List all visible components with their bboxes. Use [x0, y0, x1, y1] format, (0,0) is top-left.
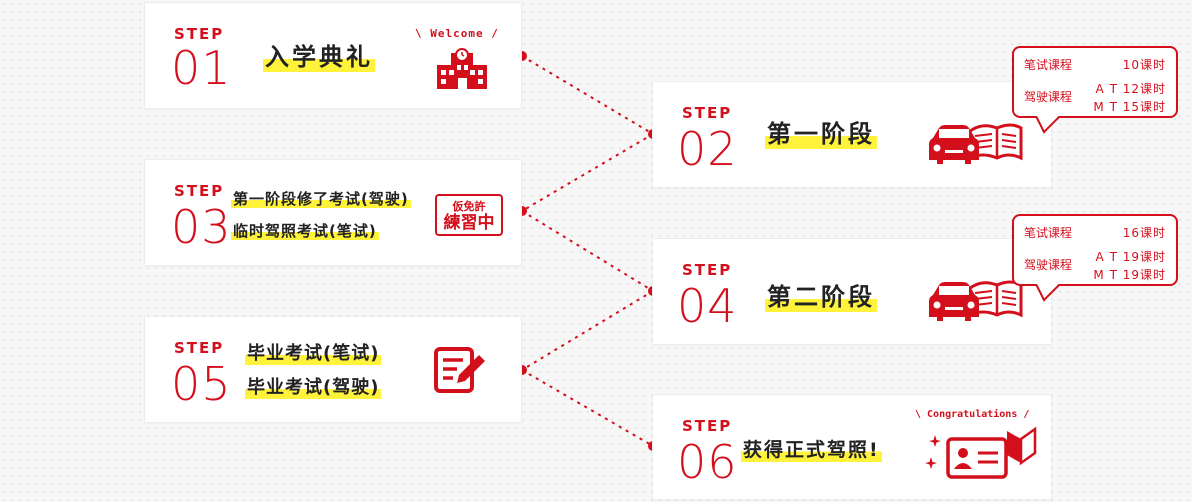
driving-course-hours-at: A T 19课时 [1095, 250, 1166, 264]
step-number: 01 [171, 41, 232, 95]
welcome-text: \ Welcome / [415, 27, 499, 40]
driving-course-hours-mt: M T 19课时 [1093, 268, 1166, 282]
step-06-card: STEP 06 获得正式驾照! \ Congratulations / [652, 394, 1052, 500]
stamp-top-text: 仮免許 [452, 200, 486, 213]
step-number: 05 [171, 357, 232, 411]
step-label: STEP [682, 417, 733, 435]
step-number: 03 [171, 200, 232, 254]
step-title: 第二阶段 [765, 283, 877, 312]
step-label: STEP [682, 104, 733, 122]
step-line-2: 毕业考试(驾驶) [245, 377, 382, 399]
driving-course-label: 驾驶课程 [1024, 258, 1073, 272]
step-04-course-hours-bubble: 笔试课程 16课时 驾驶课程 A T 19课时 M T 19课时 [1012, 214, 1178, 302]
step-line-2: 临时驾照考试(笔试) [231, 222, 379, 240]
exam-writing-icon [434, 347, 485, 393]
step-title: 入学典礼 [263, 43, 375, 72]
sparkle-icon [925, 435, 941, 469]
step-title: 第一阶段 [765, 120, 877, 149]
written-course-label: 笔试课程 [1024, 226, 1073, 240]
step-number: 06 [677, 435, 738, 489]
connector-03-04 [521, 210, 654, 292]
connector-04-05 [521, 290, 654, 371]
license-card-icon [946, 426, 1037, 479]
step-label: STEP [174, 182, 225, 200]
step-05-card: STEP 05 毕业考试(笔试) 毕业考试(驾驶) [144, 316, 522, 423]
stamp-bottom-text: 練習中 [443, 213, 495, 233]
step-label: STEP [682, 261, 733, 279]
step-03-card: STEP 03 第一阶段修了考试(驾驶) 临时驾照考试(笔试) 仮免許 練習中 [144, 159, 522, 266]
practice-license-stamp: 仮免許 練習中 [435, 194, 503, 236]
driving-course-label: 驾驶课程 [1024, 90, 1073, 104]
step-label: STEP [174, 339, 225, 357]
step-label: STEP [174, 25, 225, 43]
connector-01-02 [521, 55, 654, 135]
step-line-1: 第一阶段修了考试(驾驶) [231, 190, 411, 208]
car-and-book-icon [929, 123, 1023, 164]
step-number: 04 [677, 279, 738, 333]
connector-05-06 [521, 369, 654, 447]
congratulations-text: \ Congratulations / [915, 409, 1030, 420]
driving-course-hours-at: A T 12课时 [1095, 82, 1166, 96]
step-04-card: STEP 04 第二阶段 [652, 238, 1052, 345]
school-building-icon [437, 48, 487, 89]
written-course-label: 笔试课程 [1024, 58, 1073, 72]
bubble-tail [1036, 284, 1061, 302]
step-line-1: 毕业考试(笔试) [245, 343, 382, 365]
connector-02-03 [521, 133, 654, 212]
written-course-hours: 16课时 [1122, 226, 1166, 240]
step-02-card: STEP 02 第一阶段 [652, 81, 1052, 188]
step-02-course-hours-bubble: 笔试课程 10课时 驾驶课程 A T 12课时 M T 15课时 [1012, 46, 1178, 134]
step-01-card: STEP 01 入学典礼 \ Welcome / [144, 2, 522, 109]
bubble-tail [1036, 116, 1061, 134]
written-course-hours: 10课时 [1122, 58, 1166, 72]
car-and-book-icon [929, 280, 1023, 321]
step-title: 获得正式驾照! [741, 439, 882, 462]
driving-course-hours-mt: M T 15课时 [1093, 100, 1166, 114]
step-number: 02 [677, 122, 738, 176]
